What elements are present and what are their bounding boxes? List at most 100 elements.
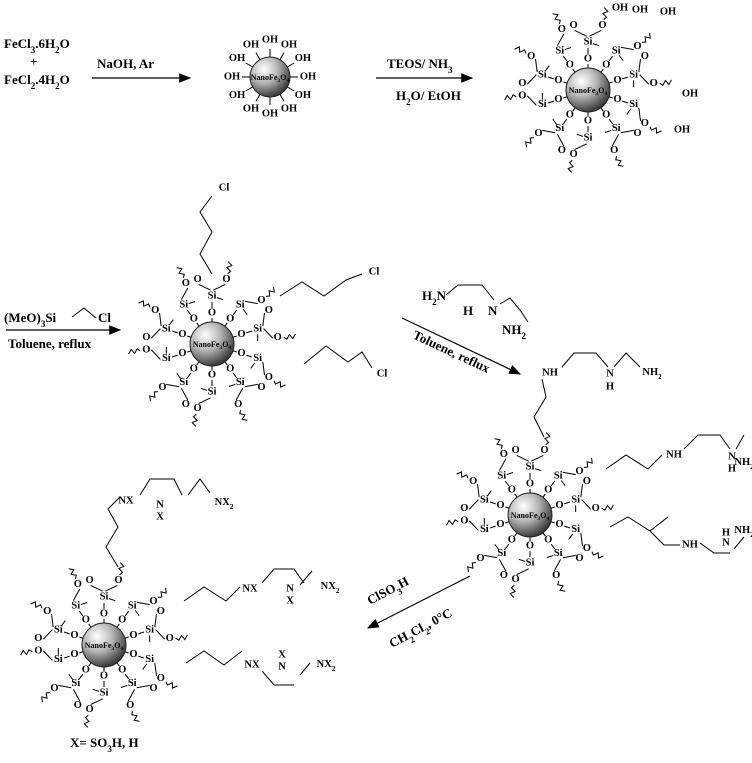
silicon-atom: Si (54, 625, 63, 636)
chlorine-atom: Cl (377, 368, 388, 379)
oxygen-atom: O (182, 278, 190, 289)
hydroxyl-group: OH (243, 103, 259, 114)
oxygen-atom: O (100, 608, 108, 619)
oxygen-atom: O (469, 476, 477, 487)
silicon-atom: Si (571, 495, 580, 506)
silicon-atom: Si (208, 290, 217, 301)
oxygen-atom: O (149, 596, 157, 607)
core-label: NanoFe3O4 (193, 340, 232, 351)
arrow-step4 (401, 317, 522, 375)
hydroxyl-group: OH (300, 71, 316, 82)
silicon-atom: Si (629, 70, 638, 81)
silicon-atom: Si (554, 471, 563, 482)
reagent-fecl2: FeCl2.4H2O (4, 72, 70, 91)
hydroxyl-group: OH (229, 53, 245, 64)
oxygen-atom: O (226, 313, 234, 324)
silicon-atom: Si (612, 123, 621, 134)
reagent-chlorine: Cl (98, 310, 111, 325)
silicon-atom: Si (128, 678, 137, 689)
amine-nh: NH (666, 449, 682, 460)
silicon-atom: Si (253, 324, 262, 335)
oxygen-atom: O (500, 570, 508, 581)
oxygen-atom: O (584, 115, 592, 126)
oxygen-atom: O (190, 363, 198, 374)
silicon-atom: Si (555, 46, 564, 57)
arrow-step3-label: Toluene, reflux (8, 336, 92, 351)
oxygen-atom: O (265, 372, 273, 383)
oxygen-atom: O (518, 78, 526, 89)
silicon-atom: Si (100, 591, 109, 602)
amine-nh2: NH2 (734, 457, 752, 470)
amine-nh2: NH2 (502, 322, 527, 341)
silicon-atom: Si (71, 601, 80, 612)
silicon-atom: Si (179, 300, 188, 311)
hydroxyl-group: OH (281, 39, 297, 50)
amine-nh: NH (682, 539, 698, 550)
plus-sign: + (30, 54, 37, 69)
oxygen-atom: O (602, 59, 610, 70)
silicon-atom: Si (584, 36, 593, 47)
oxygen-atom: O (157, 606, 165, 617)
silicon-atom: Si (497, 548, 506, 559)
oxygen-atom: O (570, 149, 578, 160)
hydroxyl-group: OH (682, 88, 698, 99)
silicon-atom: Si (71, 678, 80, 689)
oxygen-atom: O (194, 403, 202, 414)
oxygen-atom: O (500, 449, 508, 460)
silicon-atom: Si (236, 377, 245, 388)
amine-n: N (728, 451, 736, 462)
oxygen-atom: O (512, 445, 520, 456)
amine-h: H (463, 303, 473, 318)
silicon-atom: Si (480, 495, 489, 506)
arrow-step5 (366, 575, 471, 629)
footnote-x-definition: X= SO3H, H (70, 735, 139, 754)
oxygen-atom: O (476, 553, 484, 564)
amine-nx: NX (242, 583, 258, 594)
oxygen-atom: O (237, 348, 245, 359)
silicon-atom: Si (179, 377, 188, 388)
oxygen-atom: O (100, 670, 108, 681)
hydroxyl-group: OH (295, 53, 311, 64)
amine-nx2: NX2 (317, 659, 336, 672)
oxygen-atom: O (178, 329, 186, 340)
arrow-step2-label-bottom: H2O/ EtOH (396, 88, 461, 107)
arrow-step2-label-top: TEOS/ NH3 (387, 56, 453, 75)
core-label: NanoFe3O4 (511, 511, 550, 522)
oxygen-atom: O (650, 78, 658, 89)
oxygen-atom: O (74, 579, 82, 590)
oxygen-atom: O (641, 51, 649, 62)
oxygen-atom: O (583, 476, 591, 487)
oxygen-atom: O (570, 20, 578, 31)
oxygen-atom: O (234, 399, 242, 410)
silicon-atom: Si (162, 353, 171, 364)
oxygen-atom: O (237, 329, 245, 340)
oxygen-atom: O (166, 633, 174, 644)
amine-n: N (722, 537, 730, 548)
oxygen-atom: O (555, 519, 563, 530)
oxygen-atom: O (526, 540, 534, 551)
amine-h2n: H2N (422, 288, 447, 307)
silicon-atom: Si (128, 601, 137, 612)
oxygen-atom: O (592, 503, 600, 514)
oxygen-atom: O (555, 500, 563, 511)
oxygen-atom: O (34, 646, 42, 657)
amine-x: X (278, 649, 286, 660)
arrow-step5-label-top: ClSO3H (364, 573, 413, 611)
hydroxyl-group: OH (281, 103, 297, 114)
reagent-silane: (MeO)3Si (4, 310, 57, 329)
oxygen-atom: O (460, 503, 468, 514)
oxygen-atom: O (613, 75, 621, 86)
oxygen-atom: O (613, 94, 621, 105)
oxygen-atom: O (34, 633, 42, 644)
oxygen-atom: O (552, 570, 560, 581)
oxygen-atom: O (182, 399, 190, 410)
silicon-atom: Si (145, 625, 154, 636)
hydroxyl-group: OH (229, 90, 245, 101)
amine-n: N (156, 499, 164, 510)
amine-n: N (286, 583, 294, 594)
